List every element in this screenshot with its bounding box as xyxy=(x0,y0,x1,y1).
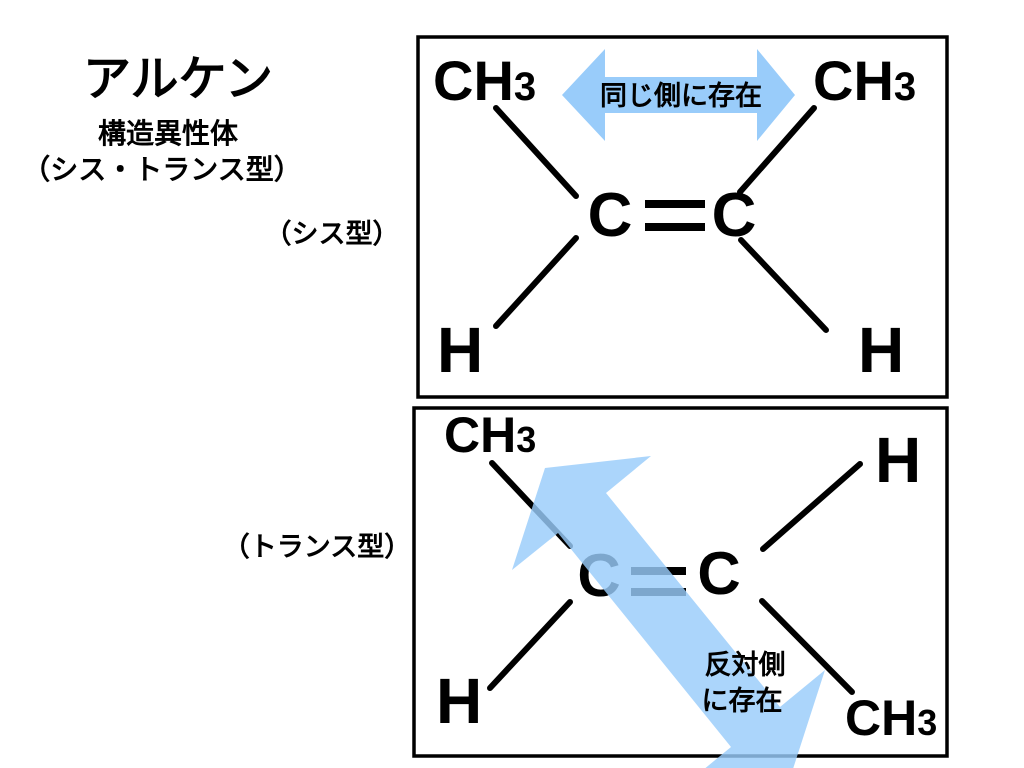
trans-h-bottom-left: H xyxy=(436,665,482,737)
cis-ch3-top-right: CH3 xyxy=(813,49,916,112)
cis-panel-label: （シス型） xyxy=(265,219,400,249)
same-side-arrow-icon xyxy=(562,49,795,141)
trans-bond-top-right xyxy=(760,461,863,552)
subtitle-line1: 構造異性体 xyxy=(98,118,239,149)
cis-h-bottom-right: H xyxy=(858,314,904,386)
trans-panel: C C CH3 H H CH3 反対側 に存在 xyxy=(412,406,949,768)
same-side-arrow-label: 同じ側に存在 xyxy=(600,81,762,111)
cis-carbon-right: C xyxy=(712,181,757,250)
trans-bond-bottom-left xyxy=(487,599,573,691)
cis-ch3-top-left: CH3 xyxy=(433,49,536,112)
cis-carbon-left: C xyxy=(588,181,633,250)
trans-carbon-right: C xyxy=(697,540,740,607)
subtitle-line2: （シス・トランス型） xyxy=(22,153,301,185)
page-title: アルケン xyxy=(83,53,273,106)
opposite-side-arrow-icon xyxy=(512,456,825,768)
cis-bond-bottom-right xyxy=(738,237,829,333)
cis-bond-top-left xyxy=(493,105,579,199)
opposite-side-arrow-label-line2: に存在 xyxy=(702,686,783,716)
cis-h-bottom-left: H xyxy=(437,314,483,386)
cis-bond-top-right xyxy=(737,105,817,195)
cis-panel: 同じ側に存在 C C CH3 CH3 H H xyxy=(416,35,949,399)
trans-ch3-bottom-right: CH3 xyxy=(845,690,937,746)
opposite-side-arrow-label-line1: 反対側 xyxy=(705,650,786,680)
trans-ch3-top-left: CH3 xyxy=(444,407,536,463)
cis-panel-border xyxy=(416,35,949,399)
cis-bond-bottom-left xyxy=(493,235,579,329)
trans-h-top-right: H xyxy=(875,424,921,496)
trans-panel-label: （トランス型） xyxy=(223,532,411,562)
trans-bond-bottom-right xyxy=(759,598,855,695)
trans-panel-border xyxy=(412,406,949,758)
